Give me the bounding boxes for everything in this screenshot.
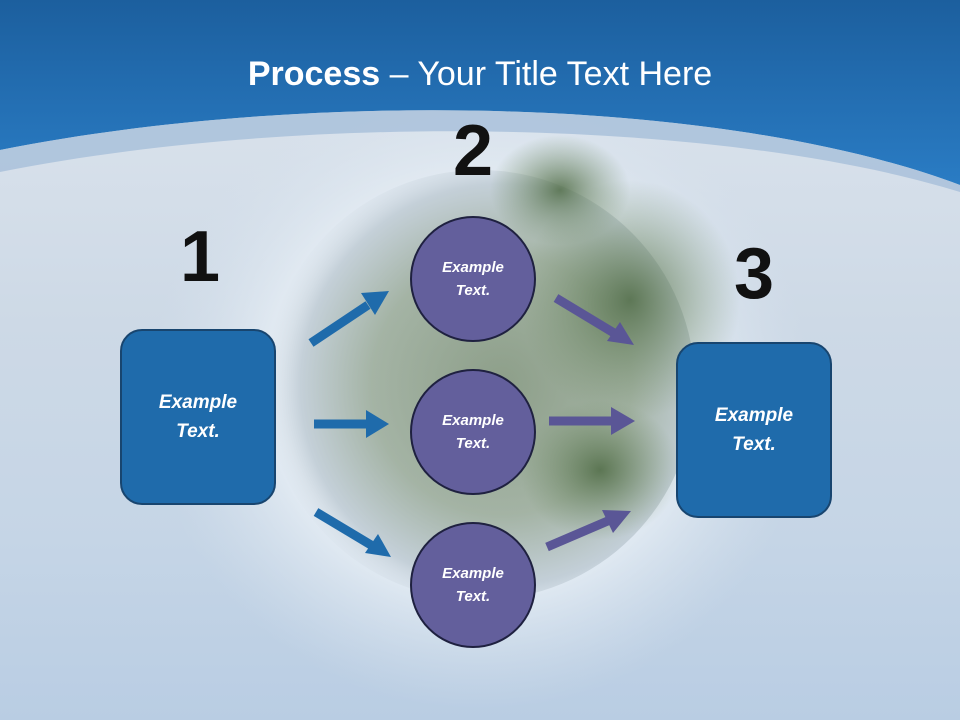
circle-bottom-label: Example Text. bbox=[442, 565, 504, 605]
arrow-middle-to-right bbox=[549, 407, 635, 435]
process-circle-bottom: Example Text. bbox=[410, 522, 536, 648]
process-circle-middle: Example Text. bbox=[410, 369, 536, 495]
tree-cluster-top bbox=[490, 135, 630, 245]
title-bold: Process bbox=[247, 55, 381, 93]
arrow-left-to-bottom bbox=[313, 508, 391, 557]
header-band bbox=[0, 0, 960, 185]
process-circle-top: Example Text. bbox=[410, 216, 536, 342]
right-process-box: Example Text. bbox=[676, 342, 832, 518]
title-rest: – Your Title Text Here bbox=[380, 55, 713, 93]
right-box-label: Example Text. bbox=[714, 405, 794, 455]
arrow-top-to-right bbox=[553, 294, 634, 345]
step-number-3: 3 bbox=[733, 234, 775, 314]
arrow-left-to-top bbox=[308, 291, 389, 347]
arrow-left-to-middle bbox=[314, 410, 389, 438]
left-box-label: Example Text. bbox=[158, 392, 238, 442]
slide-title: Process – Your Title Text Here bbox=[0, 52, 960, 96]
circle-top-label: Example Text. bbox=[442, 259, 504, 299]
tree-cluster-bottom bbox=[520, 400, 680, 540]
arrow-bottom-to-right bbox=[545, 510, 631, 552]
header-swoosh bbox=[0, 110, 960, 192]
circle-middle-label: Example Text. bbox=[442, 412, 504, 452]
step-number-1: 1 bbox=[179, 217, 221, 297]
left-process-box: Example Text. bbox=[120, 329, 276, 505]
step-number-2: 2 bbox=[452, 111, 494, 191]
